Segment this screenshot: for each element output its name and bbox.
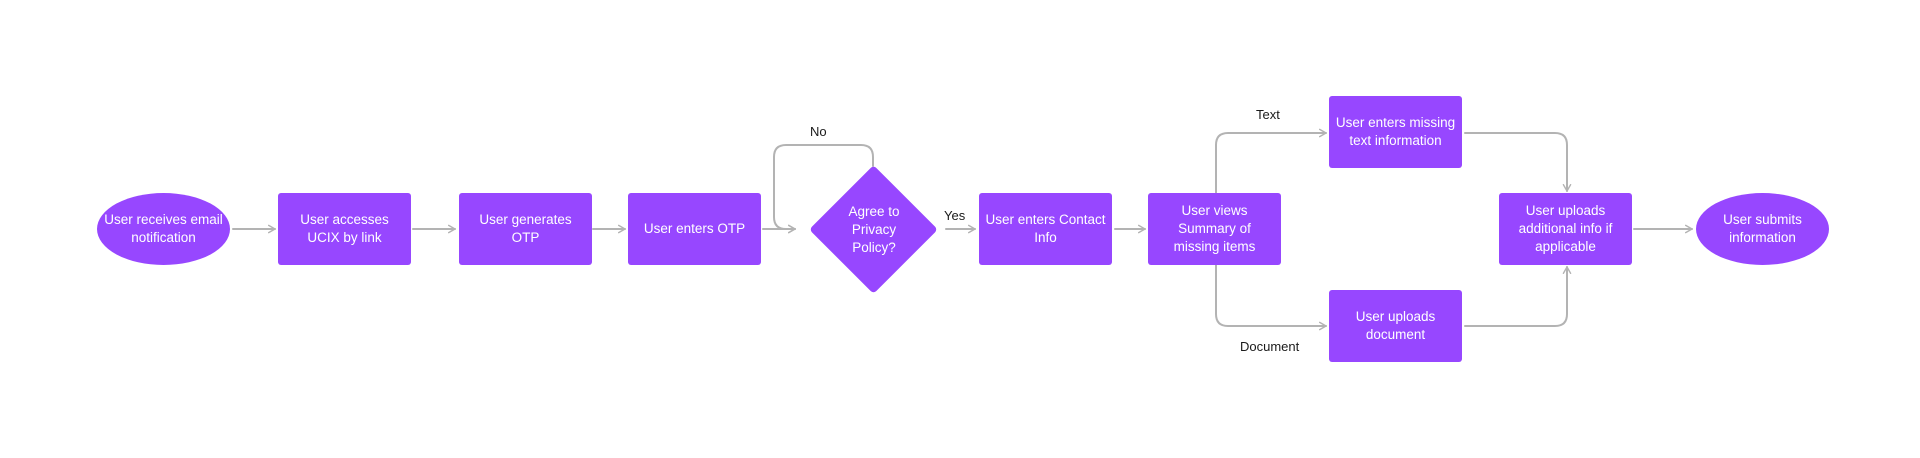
- node-view-summary-label: User views Summary of missing items: [1173, 203, 1256, 254]
- edge-label-text: Text: [1256, 107, 1280, 122]
- node-submit-information-label: User submits information: [1723, 212, 1802, 245]
- connector-summary-text-branch: [1215, 128, 1327, 194]
- node-receive-email[interactable]: User receives email notification: [97, 193, 230, 265]
- edge-label-yes: Yes: [944, 208, 966, 223]
- connector-missing-text-to-upload-info: [1464, 132, 1572, 192]
- node-submit-information[interactable]: User submits information: [1696, 193, 1829, 265]
- node-upload-document-label: User uploads document: [1355, 309, 1436, 342]
- node-receive-email-label: User receives email notification: [104, 212, 223, 245]
- node-generate-otp-label: User generates OTP: [479, 212, 572, 245]
- node-upload-additional-info-label: User uploads additional info if applicab…: [1518, 203, 1613, 254]
- node-enter-missing-text-label: User enters missing text information: [1335, 115, 1456, 148]
- node-enter-missing-text[interactable]: User enters missing text information: [1329, 96, 1462, 168]
- node-view-summary[interactable]: User views Summary of missing items: [1148, 193, 1281, 265]
- connector-summary-document-branch: [1215, 264, 1327, 331]
- node-upload-additional-info[interactable]: User uploads additional info if applicab…: [1499, 193, 1632, 265]
- node-enter-otp-label: User enters OTP: [643, 221, 746, 236]
- node-access-ucix[interactable]: User accesses UCIX by link: [278, 193, 411, 265]
- node-generate-otp[interactable]: User generates OTP: [459, 193, 592, 265]
- node-enter-contact-info[interactable]: User enters Contact Info: [979, 193, 1112, 265]
- connector-upload-doc-to-upload-info: [1464, 266, 1572, 327]
- node-enter-otp[interactable]: User enters OTP: [628, 193, 761, 265]
- node-upload-document[interactable]: User uploads document: [1329, 290, 1462, 362]
- node-agree-privacy-label: Agree to Privacy Policy?: [848, 204, 900, 255]
- node-access-ucix-label: User accesses UCIX by link: [300, 212, 389, 245]
- edge-label-document: Document: [1240, 339, 1300, 354]
- node-enter-contact-info-label: User enters Contact Info: [985, 212, 1106, 245]
- connector-agree-no-loop: [773, 144, 874, 234]
- edge-label-no: No: [810, 124, 827, 139]
